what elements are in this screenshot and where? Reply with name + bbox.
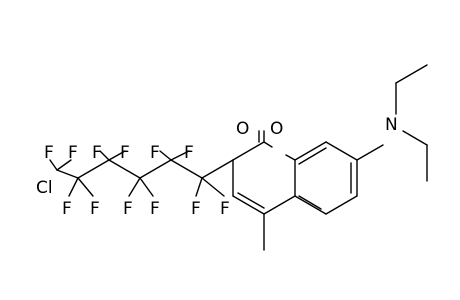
bond <box>139 177 154 197</box>
bond <box>395 64 428 84</box>
bond <box>298 195 322 210</box>
atom-label-f: F <box>120 143 130 163</box>
bond <box>263 195 296 215</box>
atom-label-cl: Cl <box>36 178 53 198</box>
bond-layer <box>49 64 428 251</box>
bond <box>294 195 327 215</box>
atom-label-f: F <box>150 143 160 163</box>
bond <box>99 150 110 161</box>
bond <box>285 154 296 161</box>
bond <box>325 141 358 161</box>
atom-label-layer: O O N Cl F F F F F F F F F F F F <box>36 115 398 219</box>
bond <box>201 159 234 179</box>
atom-label-f: F <box>123 199 133 219</box>
bond <box>170 150 190 161</box>
bond <box>325 195 358 215</box>
atom-label-f: F <box>220 199 230 219</box>
atom-label-o-ring: O <box>270 119 283 139</box>
bond <box>402 130 428 146</box>
bond <box>294 141 327 161</box>
bond <box>108 159 141 179</box>
bond <box>201 177 225 197</box>
bond <box>263 141 273 148</box>
bond <box>56 159 72 171</box>
bond <box>68 177 79 197</box>
atom-label-n-amine: N <box>385 115 398 135</box>
atom-label-f: F <box>90 199 100 219</box>
bond <box>237 192 265 209</box>
bond <box>232 141 265 161</box>
atom-label-f: F <box>150 199 160 219</box>
bond <box>77 159 110 179</box>
bond <box>170 159 203 179</box>
bond <box>298 147 327 165</box>
bond <box>77 177 94 197</box>
atom-label-f: F <box>68 143 78 163</box>
bond <box>232 195 265 215</box>
bond <box>356 144 384 161</box>
atom-label-f: F <box>44 143 54 163</box>
bond <box>108 150 126 161</box>
bond <box>195 177 203 197</box>
bond <box>49 159 58 171</box>
bond <box>128 177 141 197</box>
atom-label-f: F <box>92 143 102 163</box>
atom-label-f: F <box>191 199 201 219</box>
bond <box>139 159 172 179</box>
atom-label-f: F <box>184 143 194 163</box>
bond <box>159 150 172 161</box>
atom-label-f: F <box>62 199 72 219</box>
bond <box>56 169 79 179</box>
atom-label-o-carbonyl: O <box>236 119 249 139</box>
